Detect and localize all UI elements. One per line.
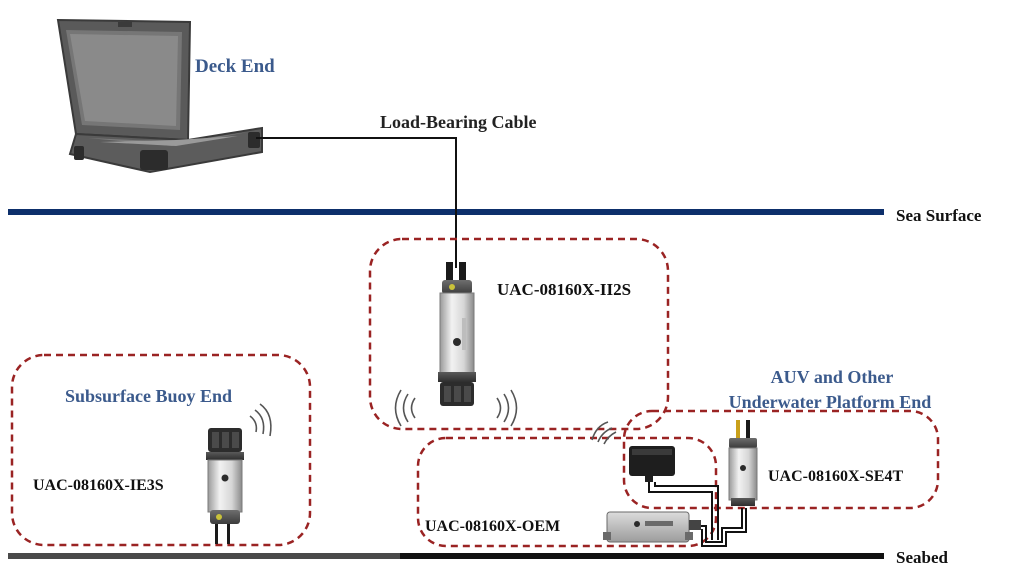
oem-wiring xyxy=(648,482,747,547)
transducer-icon xyxy=(728,420,758,506)
transducer-icon xyxy=(206,428,244,544)
ii2s-model-label: UAC-08160X-II2S xyxy=(497,280,631,299)
acoustic-wave-icon xyxy=(591,421,617,445)
buoy-group-outline xyxy=(10,353,312,547)
sea-surface-line xyxy=(8,209,884,215)
laptop-icon xyxy=(56,18,263,174)
connector-box-icon xyxy=(629,446,675,482)
auv-title-line2: Underwater Platform End xyxy=(729,392,932,412)
auv-title-line1: AUV and Other xyxy=(771,367,894,387)
seabed-label: Seabed xyxy=(896,548,949,567)
load-bearing-cable xyxy=(256,137,457,268)
transducer-icon xyxy=(438,262,476,406)
ii2s-group-outline xyxy=(368,237,670,431)
seabed-line xyxy=(400,553,884,559)
acoustic-wave-icon xyxy=(249,403,272,437)
buoy-end-title: Subsurface Buoy End xyxy=(65,386,232,406)
se4t-model-label: UAC-08160X-SE4T xyxy=(768,468,903,485)
acoustic-wave-icon xyxy=(394,389,518,427)
cable-label: Load-Bearing Cable xyxy=(380,112,537,132)
seabed-line-dark xyxy=(8,553,408,559)
ie3s-model-label: UAC-08160X-IE3S xyxy=(33,477,164,494)
oem-module-icon xyxy=(603,511,701,543)
oem-group-outline xyxy=(416,436,718,548)
deck-end-label: Deck End xyxy=(195,56,275,77)
auv-group-outline xyxy=(622,409,940,510)
oem-model-label: UAC-08160X-OEM xyxy=(425,518,560,535)
sea-surface-label: Sea Surface xyxy=(896,206,982,225)
